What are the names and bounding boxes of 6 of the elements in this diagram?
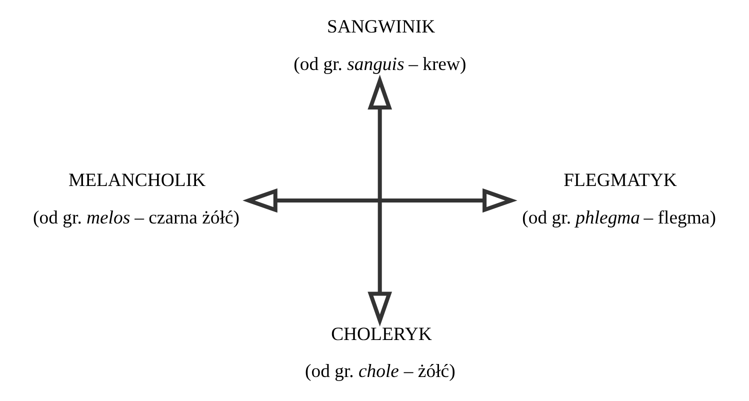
node-text: CHOLERYK (od gr. chole – żółć): [305, 324, 456, 382]
node-text: MELANCHOLIK (od gr. melos – czarna żółć): [33, 170, 240, 228]
node-text: FLEGMATYK (od gr. phlegma – flegma): [522, 170, 716, 228]
arrow: [368, 74, 392, 327]
arrow: [242, 188, 518, 213]
node-text: SANGWINIK (od gr. sanguis – krew): [294, 16, 466, 75]
